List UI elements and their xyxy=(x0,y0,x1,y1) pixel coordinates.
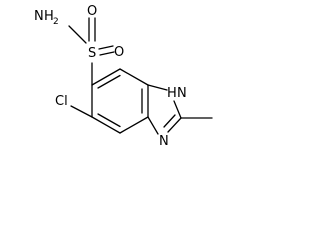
bond-c6-c7 xyxy=(91,68,121,86)
nh-hydrogen-label: H xyxy=(167,86,177,101)
bond-c7-c7a xyxy=(119,68,149,86)
bond-c7a-n1 xyxy=(147,84,168,91)
amine-nitrogen-label: N xyxy=(34,9,44,24)
oxygen-top-label: O xyxy=(87,4,97,19)
bond-double-inner-c6-c7 xyxy=(97,74,121,89)
bond-c4-c5 xyxy=(91,116,121,134)
benzimidazole-sulfonamide-structure: N H 2 O S O Cl H N N xyxy=(34,4,213,149)
bond-s-n xyxy=(68,25,87,44)
amine-hydrogen-label: H xyxy=(44,9,54,24)
bond-c5-cl xyxy=(70,105,93,118)
amine-hydrogen-count: 2 xyxy=(53,17,59,27)
bond-double-inner-c4-c5 xyxy=(97,113,121,128)
bond-n3-c3a xyxy=(147,116,159,135)
bond-c2-n3-double xyxy=(163,114,176,128)
bond-s-o-right-1 xyxy=(98,45,114,50)
bond-s-o-right-2 xyxy=(99,51,115,56)
chlorine-label: Cl xyxy=(55,94,68,109)
bond-c3a-c4 xyxy=(119,116,149,134)
ring-nitrogen-label: N xyxy=(159,134,169,149)
sulfur-label: S xyxy=(88,46,96,61)
nh-nitrogen-label: N xyxy=(177,86,187,101)
bond-c2-n3 xyxy=(167,117,182,133)
oxygen-right-label: O xyxy=(114,45,124,60)
bond-n1-c2 xyxy=(173,100,182,119)
